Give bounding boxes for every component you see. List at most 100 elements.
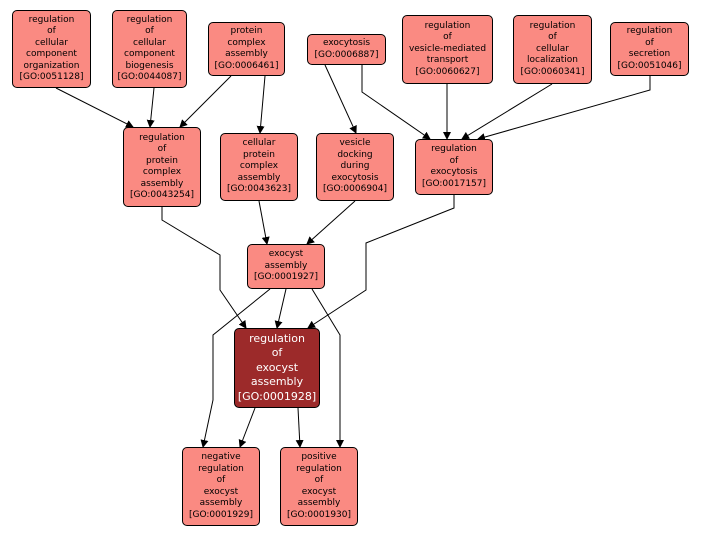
node-label-line: transport xyxy=(426,55,469,66)
node-go-id: [GO:0006887] xyxy=(314,49,379,60)
edge-n43623-to-n1927 xyxy=(258,200,270,245)
node-go-id: [GO:0051128] xyxy=(19,72,84,82)
node-label-line: exocyst xyxy=(255,360,299,374)
node-label-line: exocyst xyxy=(268,249,304,260)
node-label-line: of xyxy=(314,475,324,485)
node-label-line: regulation xyxy=(139,132,185,143)
edge-n60341-to-n17157 xyxy=(461,83,553,140)
node-go-id: [GO:0017157] xyxy=(421,178,487,189)
go-node-go0006887[interactable]: exocytosis[GO:0006887] xyxy=(307,34,386,65)
node-label-line: of xyxy=(157,144,167,154)
node-label-line: assembly xyxy=(297,498,341,508)
node-label-line: protein xyxy=(230,26,263,36)
node-label-line: assembly xyxy=(199,498,243,508)
node-label-line: assembly xyxy=(264,260,308,271)
node-label-line: of xyxy=(271,346,283,360)
edge-n44087-to-n43254 xyxy=(146,87,155,128)
node-go-id: [GO:0006461] xyxy=(214,60,279,71)
edge-n1928-to-n1929 xyxy=(238,407,256,448)
node-go-id: [GO:0001927] xyxy=(253,272,319,283)
edge-n6904-to-n1927 xyxy=(306,200,356,245)
node-label-line: cellular xyxy=(35,37,68,48)
node-go-id: [GO:0051046] xyxy=(617,60,682,71)
edge-n43254-to-n1928 xyxy=(161,207,247,329)
node-label-line: of xyxy=(645,37,654,48)
node-go-id: [GO:0001929] xyxy=(188,509,254,520)
node-label-line: vesicle-mediated xyxy=(408,43,487,54)
node-label-line: of xyxy=(216,475,226,485)
node-go-id: [GO:0060341] xyxy=(520,66,585,77)
edge-n17157-to-n1928 xyxy=(307,195,455,329)
node-label-line: biogenesis xyxy=(125,60,174,71)
node-label-line: assembly xyxy=(237,172,281,183)
node-label-line: assembly xyxy=(140,178,184,189)
node-label-line: organization xyxy=(23,60,80,71)
edge-n51046-to-n17157 xyxy=(477,76,651,141)
edge-n6461-to-n43254 xyxy=(179,75,232,128)
edge-n1928-to-n1930 xyxy=(295,407,304,448)
node-label-line: of xyxy=(443,32,452,43)
node-label-line: component xyxy=(26,49,77,59)
node-label-line: of xyxy=(47,26,56,36)
node-label-line: regulation xyxy=(296,463,342,474)
node-label-line: regulation xyxy=(431,144,477,154)
edge-n1927-to-n1930 xyxy=(311,288,344,448)
node-label-line: exocyst xyxy=(301,486,337,497)
edge-n6887-to-n6904 xyxy=(324,64,357,134)
node-label-line: cellular xyxy=(536,43,569,54)
node-go-id: [GO:0043254] xyxy=(129,190,195,200)
node-label-line: secretion xyxy=(628,49,671,59)
node-label-line: cellular xyxy=(242,138,276,149)
node-label-line: of xyxy=(548,32,557,43)
node-label-line: localization xyxy=(527,55,578,66)
node-label-line: docking xyxy=(337,149,373,160)
node-go-id: [GO:0001930] xyxy=(286,509,352,520)
node-label-line: vesicle xyxy=(339,138,371,149)
node-label-line: of xyxy=(145,26,154,36)
node-label-line: regulation xyxy=(28,14,75,25)
node-label-line: regulation xyxy=(424,20,471,31)
node-label-line: regulation xyxy=(126,14,173,25)
node-label-line: of xyxy=(449,155,459,166)
node-go-id: [GO:0043623] xyxy=(226,184,292,195)
node-label-line: exocytosis xyxy=(331,172,379,183)
edge-n51128-to-n43254 xyxy=(55,87,134,128)
node-label-line: exocytosis xyxy=(430,167,478,177)
edge-n6887-to-n17157 xyxy=(361,65,431,140)
node-label-line: complex xyxy=(227,37,266,48)
node-label-line: negative xyxy=(201,452,241,462)
node-go-id: [GO:0044087] xyxy=(117,72,182,82)
node-label-line: protein xyxy=(146,155,178,166)
node-label-line: regulation xyxy=(529,20,576,31)
node-label-line: regulation xyxy=(198,463,244,474)
edge-n1927-to-n1929 xyxy=(200,288,271,448)
node-label-line: complex xyxy=(239,161,279,172)
node-label-line: assembly xyxy=(250,375,304,389)
edge-n6461-to-n43623 xyxy=(256,75,266,134)
node-label-line: assembly xyxy=(225,49,268,59)
node-label-line: cellular xyxy=(133,37,166,48)
node-label-line: during xyxy=(340,161,370,172)
node-label-line: component xyxy=(124,49,175,59)
node-label-line: regulation xyxy=(249,331,305,345)
node-label-line: regulation xyxy=(626,26,673,36)
node-go-id: [GO:0001928] xyxy=(237,389,317,403)
node-go-id: [GO:0060627] xyxy=(415,66,480,77)
node-label-line: exocytosis xyxy=(322,38,371,48)
